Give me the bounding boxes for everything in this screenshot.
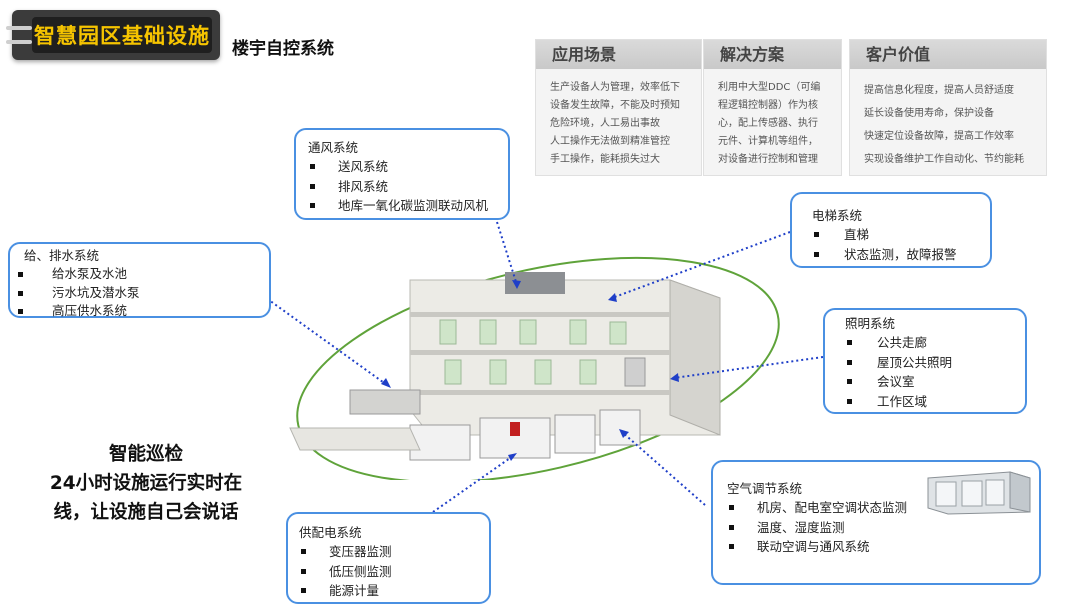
scenario-heading: 应用场景	[536, 40, 701, 69]
lighting-item: 屋顶公共照明	[845, 353, 1025, 373]
solution-line: 对设备进行控制和管理	[718, 154, 818, 165]
ventilation-callout: 通风系统 送风系统 排风系统 地库一氧化碳监测联动风机	[294, 128, 510, 220]
value-column: 客户价值 提高信息化程度，提高人员舒适度 延长设备使用寿命，保护设备 快速定位设…	[849, 39, 1047, 176]
pin-icon	[6, 40, 32, 44]
value-line: 快速定位设备故障，提高工作效率	[864, 131, 1014, 142]
water-title: 给、排水系统	[24, 248, 100, 263]
solution-line: 利用中大型DDC（可编	[718, 82, 821, 93]
tagline-line: 线，让设施自己会说话	[53, 502, 239, 523]
lighting-item: 会议室	[845, 372, 1025, 392]
solution-body: 利用中大型DDC（可编 程逻辑控制器）作为核 心，配上传感器、执行 元件、计算机…	[704, 69, 841, 169]
ground-slab	[289, 427, 421, 451]
water-item: 给水泵及水池	[18, 265, 269, 284]
solution-line: 程逻辑控制器）作为核	[718, 100, 818, 111]
value-line: 实现设备维护工作自动化、节约能耗	[864, 154, 1024, 165]
scenario-line: 手工操作，能耗损失过大	[550, 154, 660, 165]
pump-equipment	[349, 389, 421, 415]
power-title: 供配电系统	[299, 525, 362, 540]
hvac-item: 温度、湿度监测	[727, 518, 1039, 538]
power-item: 低压侧监测	[299, 562, 489, 582]
water-item: 污水坑及潜水泵	[18, 284, 269, 303]
tagline-line: 智能巡检	[108, 444, 183, 465]
value-line: 提高信息化程度，提高人员舒适度	[864, 85, 1014, 96]
ventilation-item: 送风系统	[308, 157, 508, 177]
solution-line: 元件、计算机等组件，	[718, 136, 818, 147]
solution-column: 解决方案 利用中大型DDC（可编 程逻辑控制器）作为核 心，配上传感器、执行 元…	[703, 39, 842, 176]
scenario-line: 人工操作无法做到精准管控	[550, 136, 670, 147]
hvac-item: 机房、配电室空调状态监测	[727, 498, 1039, 518]
lighting-title: 照明系统	[845, 316, 896, 331]
ventilation-title: 通风系统	[308, 140, 359, 155]
elevator-title: 电梯系统	[812, 208, 863, 223]
red-cabinet	[510, 422, 520, 436]
water-callout: 给、排水系统 给水泵及水池 污水坑及潜水泵 高压供水系统	[8, 242, 271, 318]
scenario-line: 生产设备人为管理，效率低下	[550, 82, 680, 93]
elevator-callout: 电梯系统 直梯 状态监测，故障报警	[790, 192, 992, 268]
elevator-item: 直梯	[812, 225, 990, 245]
tagline-line: 24小时设施运行实时在	[49, 473, 243, 494]
title-badge-inner: 智慧园区基础设施	[32, 17, 212, 53]
rooftop-unit	[505, 272, 565, 294]
page-subtitle: 楼宇自控系统	[232, 39, 334, 59]
floor-slab	[410, 390, 670, 395]
scenario-body: 生产设备人为管理，效率低下 设备发生故障，不能及时预知 危险环境，人工易出事故 …	[536, 69, 701, 169]
hvac-title: 空气调节系统	[727, 481, 803, 496]
value-body: 提高信息化程度，提高人员舒适度 延长设备使用寿命，保护设备 快速定位设备故障，提…	[850, 69, 1046, 171]
building-side	[669, 279, 721, 436]
value-line: 延长设备使用寿命，保护设备	[864, 108, 994, 119]
hvac-item: 联动空调与通风系统	[727, 537, 1039, 557]
building-illustration	[289, 256, 780, 480]
solution-line: 心，配上传感器、执行	[718, 118, 818, 129]
title-badge: 智慧园区基础设施	[6, 10, 220, 60]
office-partitions	[439, 319, 627, 385]
scenario-line: 危险环境，人工易出事故	[550, 118, 660, 129]
power-item: 变压器监测	[299, 542, 489, 562]
ventilation-item: 排风系统	[308, 177, 508, 197]
ventilation-item: 地库一氧化碳监测联动风机	[308, 196, 508, 216]
power-item: 能源计量	[299, 581, 489, 601]
floor-slab	[410, 312, 670, 317]
badge-title: 智慧园区基础设施	[34, 24, 210, 48]
lighting-item: 公共走廊	[845, 333, 1025, 353]
floor-slab	[410, 350, 670, 355]
lighting-item: 工作区域	[845, 392, 1025, 412]
air-handler-icon	[927, 471, 1031, 515]
tagline: 智能巡检 24小时设施运行实时在 线，让设施自己会说话	[36, 440, 256, 527]
lighting-callout: 照明系统 公共走廊 屋顶公共照明 会议室 工作区域	[823, 308, 1027, 414]
solution-heading: 解决方案	[704, 40, 841, 69]
scenario-column: 应用场景 生产设备人为管理，效率低下 设备发生故障，不能及时预知 危险环境，人工…	[535, 39, 702, 176]
water-item: 高压供水系统	[18, 302, 269, 321]
elevator-door	[624, 357, 646, 387]
power-callout: 供配电系统 变压器监测 低压侧监测 能源计量	[286, 512, 491, 604]
value-heading: 客户价值	[850, 40, 1046, 69]
scenario-line: 设备发生故障，不能及时预知	[550, 100, 680, 111]
pin-icon	[6, 26, 32, 30]
elevator-item: 状态监测，故障报警	[812, 245, 990, 265]
